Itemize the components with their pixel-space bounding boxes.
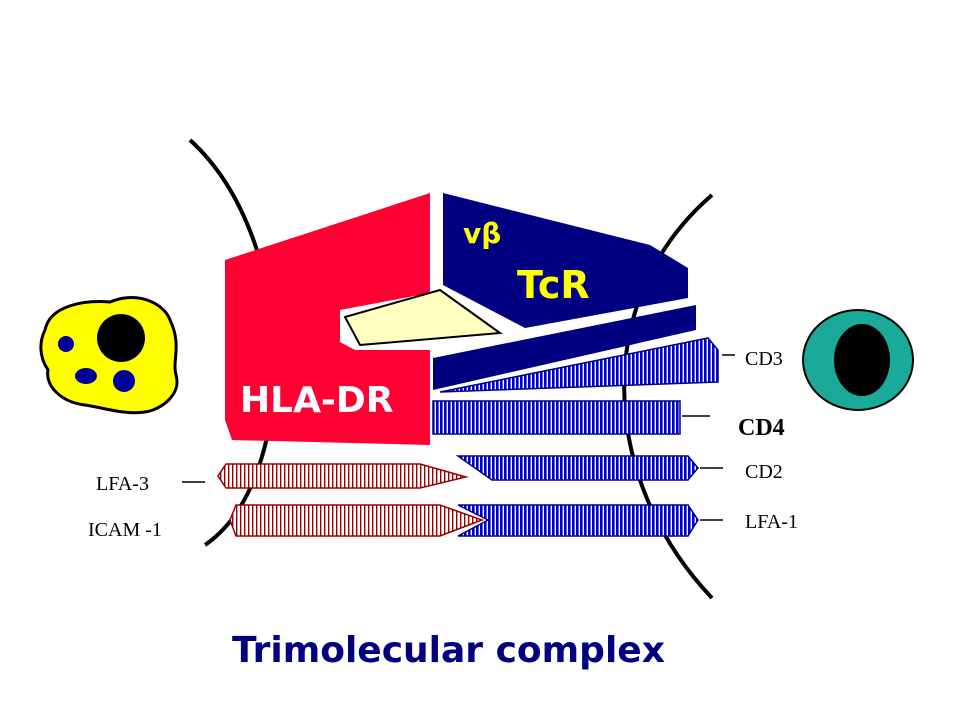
- cd3-bar: [439, 337, 719, 393]
- icam1-label: ICAM -1: [88, 519, 162, 541]
- hla-dr-label: HLA-DR: [240, 380, 393, 421]
- tcell-nucleus: [834, 324, 890, 396]
- apc-granule: [75, 368, 97, 384]
- cd4-bar: [432, 400, 681, 435]
- peptide: [343, 288, 503, 347]
- apc-granule: [58, 336, 74, 352]
- lfa1-label: LFA-1: [745, 511, 798, 533]
- lfa3-bar: [217, 463, 469, 489]
- vbeta-label: vβ: [463, 217, 501, 250]
- cd2-label: CD2: [745, 461, 783, 483]
- diagram-title: Trimolecular complex: [232, 630, 665, 671]
- lfa3-label: LFA-3: [96, 473, 149, 495]
- tcr-molecule: [443, 193, 688, 328]
- apc-nucleus: [97, 314, 145, 362]
- icam1-bar: [229, 504, 485, 537]
- cd2-bar: [455, 455, 699, 481]
- hla-dr-molecule: [225, 193, 430, 445]
- tcell-membrane-curve: [622, 193, 714, 600]
- tcr-chain: [433, 305, 696, 390]
- tcr-label: TcR: [517, 263, 590, 307]
- cd3-label: CD3: [745, 348, 783, 370]
- cd4-label: CD4: [738, 415, 785, 441]
- lfa1-bar: [457, 504, 699, 537]
- apc-granule: [113, 370, 135, 392]
